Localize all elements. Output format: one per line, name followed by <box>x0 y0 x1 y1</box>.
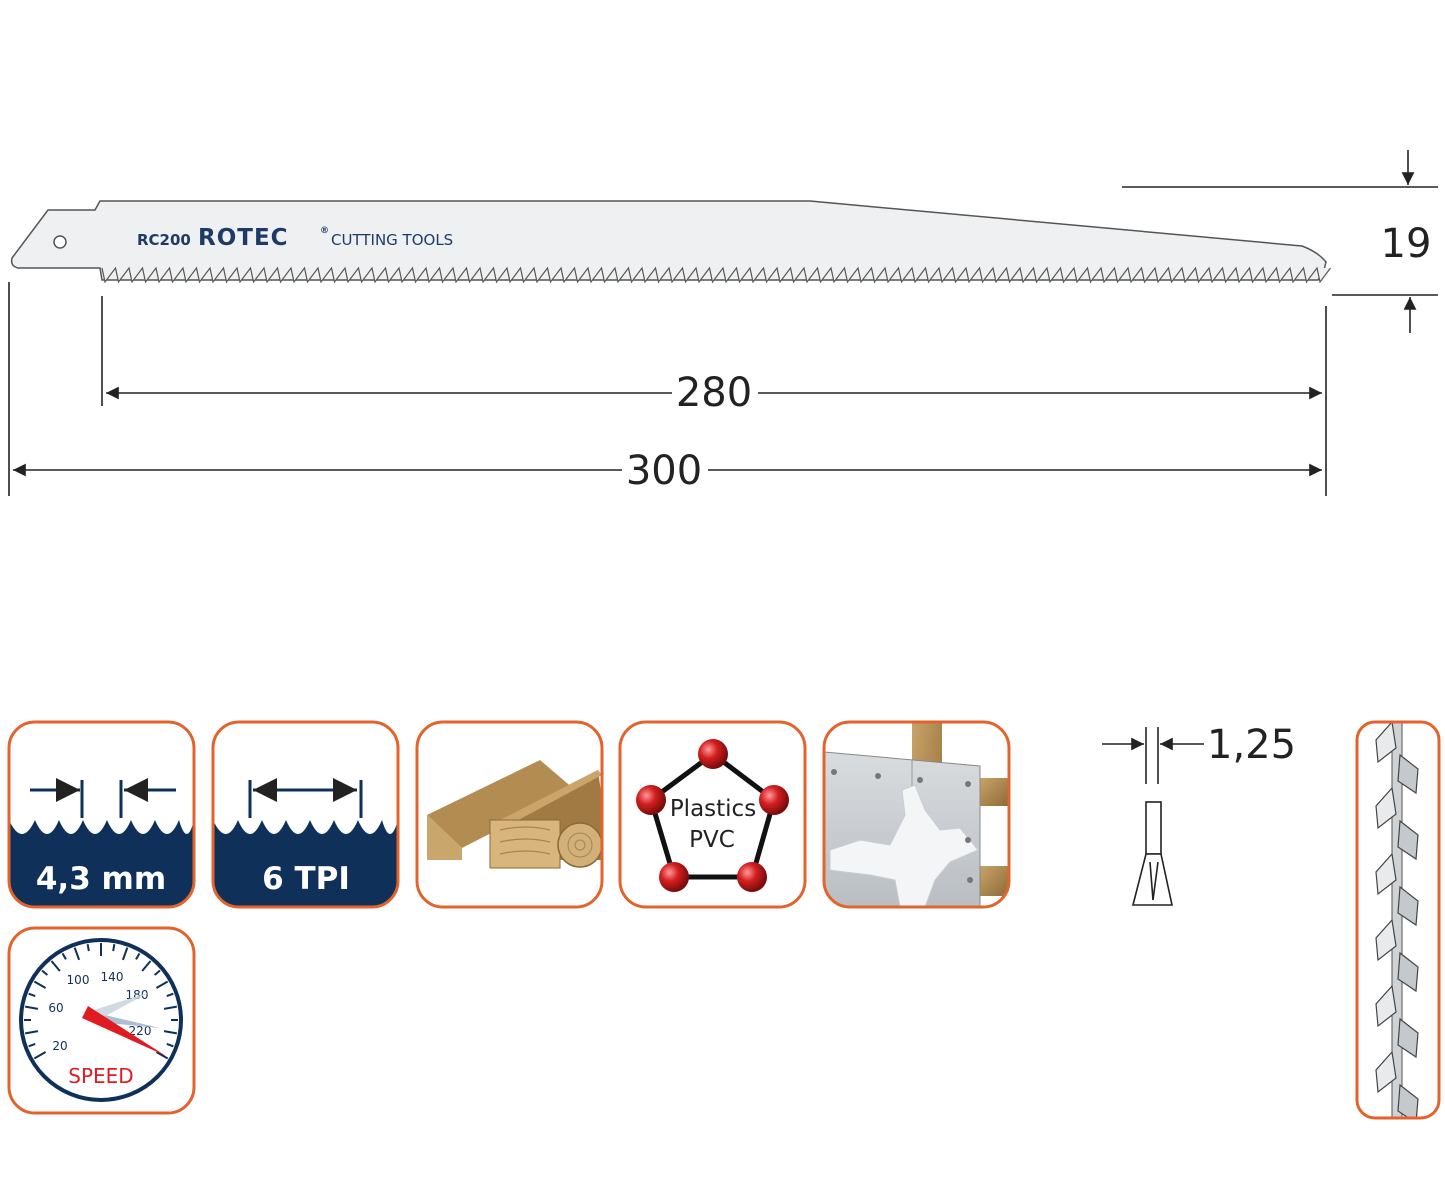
plastics-label: Plastics <box>670 796 756 822</box>
speed-label: SPEED <box>68 1064 133 1088</box>
set-tooth <box>1375 852 1397 896</box>
speed-tick-100: 100 <box>67 973 90 987</box>
speed-tick-60: 60 <box>48 1001 63 1015</box>
gauge-tick <box>24 1005 39 1010</box>
total-length-label: 300 <box>626 448 702 494</box>
speed-gauge-icon: 20 60 100 140 180 220 SPEED <box>7 926 196 1115</box>
gauge-tick <box>24 1030 39 1035</box>
blade-shank-hole <box>53 235 67 249</box>
pvc-label: PVC <box>689 827 735 853</box>
gauge-tick <box>33 980 47 989</box>
gauge-tick <box>135 952 141 960</box>
gauge-tick <box>155 980 169 989</box>
gauge-tick <box>41 969 49 976</box>
speed-tick-220: 220 <box>129 1024 152 1038</box>
set-tooth <box>1375 786 1397 830</box>
set-tooth <box>1397 1017 1419 1059</box>
set-tooth <box>1375 984 1397 1028</box>
tpi-value: 6 TPI <box>262 861 350 897</box>
blade-height-label: 19 <box>1381 221 1432 267</box>
gauge-tick <box>141 960 152 972</box>
gauge-tick <box>112 943 116 952</box>
usable-length-label: 280 <box>676 370 752 416</box>
set-tooth <box>1397 951 1419 993</box>
drywall-icon <box>822 720 1011 909</box>
tpi-tile: 6 TPI <box>211 720 400 909</box>
blade-tagline: CUTTING TOOLS <box>331 231 453 249</box>
speed-tick-20: 20 <box>52 1039 67 1053</box>
gauge-tick <box>166 1043 174 1048</box>
blade-side-view-icon <box>1355 720 1441 1120</box>
thickness-label: 1,25 <box>1207 722 1296 768</box>
gauge-tick <box>86 943 90 952</box>
dimension-lines <box>8 150 1438 496</box>
set-tooth <box>1397 885 1419 927</box>
gauge-tick <box>33 1051 47 1060</box>
gauge-tick <box>166 992 174 997</box>
set-tooth <box>1375 918 1397 962</box>
gauge-tick <box>153 969 161 976</box>
gauge-tick <box>163 1030 178 1035</box>
speed-needle <box>82 1006 166 1056</box>
gauge-tick <box>155 1051 169 1060</box>
tooth-pitch-value: 4,3 mm <box>36 861 166 897</box>
gauge-tick <box>28 1043 36 1048</box>
set-tooth <box>1397 1083 1419 1118</box>
speed-tick-140: 140 <box>101 970 124 984</box>
gauge-tick <box>121 947 129 961</box>
tooth-pitch-tile: 4,3 mm <box>7 720 196 909</box>
gauge-tick <box>163 1005 178 1010</box>
registered-mark: ® <box>320 226 329 236</box>
thickness-drawing <box>1102 727 1204 906</box>
wood-icon <box>415 720 604 909</box>
gauge-tick <box>28 992 36 997</box>
plastics-pvc-icon: Plastics PVC <box>618 720 807 909</box>
brand-logo: ROTEC <box>198 225 289 251</box>
set-tooth <box>1375 722 1397 764</box>
tooth-set-icon <box>1131 801 1173 906</box>
set-tooth <box>1375 1050 1397 1094</box>
blade-model: RC200 <box>137 231 191 249</box>
set-tooth <box>1397 753 1419 795</box>
saw-blade: RC200 ROTEC ® CUTTING TOOLS <box>10 200 1331 284</box>
gauge-tick <box>61 952 67 960</box>
gauge-tick <box>50 960 61 972</box>
set-tooth <box>1397 819 1419 861</box>
gauge-tick <box>73 947 81 961</box>
